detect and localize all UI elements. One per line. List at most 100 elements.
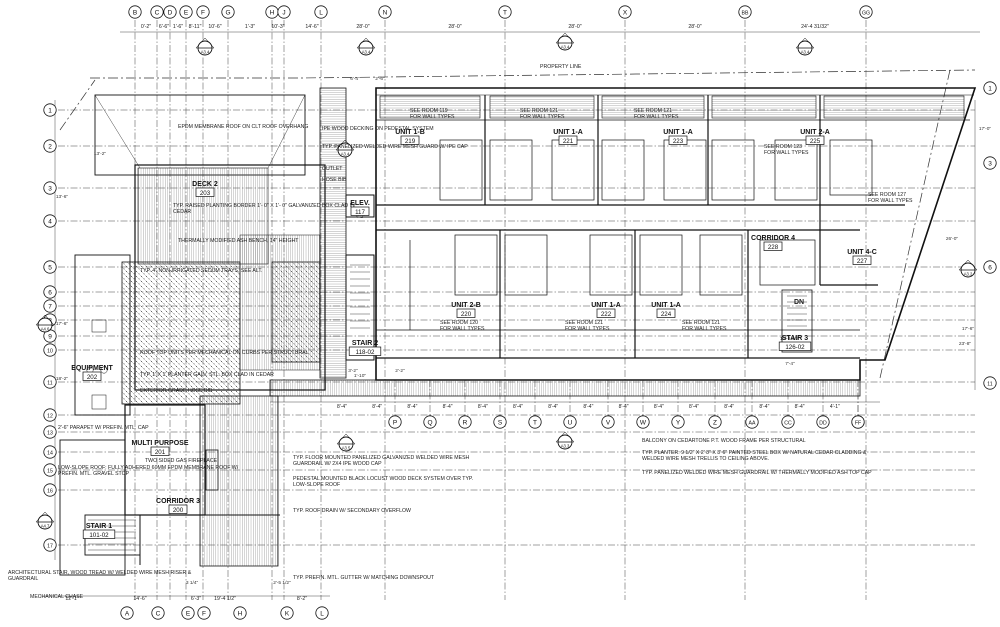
svg-text:3: 3 [48, 185, 52, 192]
dimension-label: 8'-4" [372, 404, 382, 410]
grid-bubble-row: 5 [43, 260, 57, 274]
dimension-label: 1'-10" [354, 373, 367, 379]
grid-bubble-col: L [314, 5, 328, 19]
grid-bubble-row: 15 [43, 463, 57, 477]
room-name: STAIR 1 [86, 523, 112, 530]
grid-bubble-row: 16 [43, 483, 57, 497]
annotation: TYP. ROOF DRAIN W/ SECONDARY OVERFLOW [293, 508, 411, 514]
grid-bubble-col: B [128, 5, 142, 19]
grid-bubble-row: 3 [43, 181, 57, 195]
grid-bubble-col: F [197, 606, 211, 620]
property-lines [59, 69, 976, 379]
svg-text:15: 15 [47, 468, 53, 474]
dimension-label: 8'-11" [189, 24, 202, 30]
svg-text:14: 14 [47, 450, 53, 456]
dimension-label: 8'-4" [654, 404, 664, 410]
grid-bubble-col: CC [781, 415, 795, 429]
svg-text:W: W [640, 419, 647, 426]
room-number: 201 [155, 449, 166, 456]
dimension-label: 6'-4" [350, 76, 360, 82]
svg-text:B: B [133, 9, 137, 16]
grid-bubble-col: H [265, 5, 279, 19]
grid-bubble-row: 10 [43, 343, 57, 357]
svg-text:6: 6 [48, 289, 52, 296]
room-number: 117 [355, 209, 365, 216]
room-number: 221 [563, 138, 574, 145]
annotation: HOSE BIB [322, 177, 347, 183]
section-marker: A3.4 [356, 37, 376, 56]
svg-text:L: L [319, 9, 323, 16]
svg-text:P: P [393, 419, 397, 426]
room-number: 219 [405, 138, 416, 145]
see-room-note: SEE ROOM 121 FOR WALL TYPES [520, 108, 565, 120]
room-name: CORRIDOR 3 [156, 498, 200, 505]
dimension-label: 6'-3" [191, 596, 201, 602]
svg-text:A3.4: A3.4 [362, 50, 371, 55]
grid-bubble-row: 14 [43, 445, 57, 459]
dimension-label: 1'-6" [173, 24, 183, 30]
grid-bubble-row: 6 [983, 260, 997, 274]
grid-bubble-col: T [498, 5, 512, 19]
grid-bubble-col: E [181, 606, 195, 620]
svg-text:A3.2: A3.2 [964, 272, 973, 277]
svg-text:CC: CC [784, 420, 792, 426]
room-name: UNIT 4-C [847, 249, 877, 256]
svg-text:A: A [125, 610, 130, 617]
grid-bubble-col: E [179, 5, 193, 19]
svg-text:A3.3: A3.3 [561, 444, 570, 449]
svg-text:AA: AA [749, 420, 756, 426]
dimension-label: 14'-6" [305, 24, 318, 30]
room-name: ELEV. [350, 200, 370, 207]
room-number: 227 [857, 258, 868, 265]
grid-bubble-row: 1 [43, 103, 57, 117]
section-marker: A4.6 [35, 314, 55, 333]
svg-text:4: 4 [48, 218, 52, 225]
annotation: TYP. 4" NON-IRRIGATED SEDUM TRAYS, SEE A… [140, 268, 263, 274]
annotation: TYP. RAISED PLANTING BORDER 1'- 0" X 1'-… [173, 203, 355, 216]
grid-bubble-row: 4 [43, 214, 57, 228]
dimension-label: 19'-4 1/2" [214, 596, 236, 602]
annotation: EPDM MEMBRANE ROOF ON CLT ROOF OVERHANG [178, 124, 309, 130]
svg-text:A3.4: A3.4 [201, 50, 210, 55]
annotation: THERMALLY MODIFIED ASH BENCH, 14" HEIGHT [178, 238, 299, 244]
svg-text:1: 1 [48, 107, 52, 114]
dimension-label: 12'-1" [65, 596, 78, 602]
annotation: LOW-SLOPE ROOF: FULLY ADHERED 60MM EPDM … [58, 465, 239, 478]
svg-text:H: H [270, 9, 275, 16]
dimension-label: 4'-2" [355, 214, 365, 220]
annotation: PEDESTAL MOUNTED BLACK LOCUST WOOD DECK … [293, 476, 474, 489]
walkway-deck [199, 87, 861, 567]
grid-bubble-col: G [221, 5, 235, 19]
dimension-label: 17'-6" [56, 321, 69, 327]
grid-bubble-col: BB [738, 5, 752, 19]
grid-bubble-col: P [388, 415, 402, 429]
dimension-label: 4'-1" [830, 404, 840, 410]
room-number: 126-02 [785, 344, 805, 351]
dimension-label: 3 1/4" [186, 580, 199, 586]
svg-text:11: 11 [47, 380, 52, 386]
dimension-label: 8'-4" [407, 404, 417, 410]
dimension-label: 28'-0" [356, 24, 369, 30]
grid-bubble-col: Z [708, 415, 722, 429]
section-marker: A3.4 [335, 139, 355, 158]
grid-bubble-col: J [277, 5, 291, 19]
grid-bubble-row: 1 [983, 81, 997, 95]
grid-bubble-col: T [528, 415, 542, 429]
svg-text:1: 1 [988, 85, 992, 92]
grid-bubble-col: GG [859, 5, 873, 19]
annotation: BALCONY ON CEDARTONE P.T. WOOD FRAME PER… [642, 438, 806, 444]
roof-deck [59, 94, 326, 576]
svg-text:C: C [156, 610, 161, 617]
svg-text:A3.5: A3.5 [342, 446, 351, 451]
grid-bubble-row: 6 [43, 285, 57, 299]
annotation: TWO SIDED GAS FIREPLACE [145, 458, 218, 464]
svg-text:A3.4: A3.4 [561, 45, 570, 50]
dimension-label: 26'-0" [946, 236, 959, 242]
grid-bubbles: BCDEFGHJLNTXBBGGACEFHKLPQRSTUVWYZAACCDDE… [43, 5, 997, 620]
